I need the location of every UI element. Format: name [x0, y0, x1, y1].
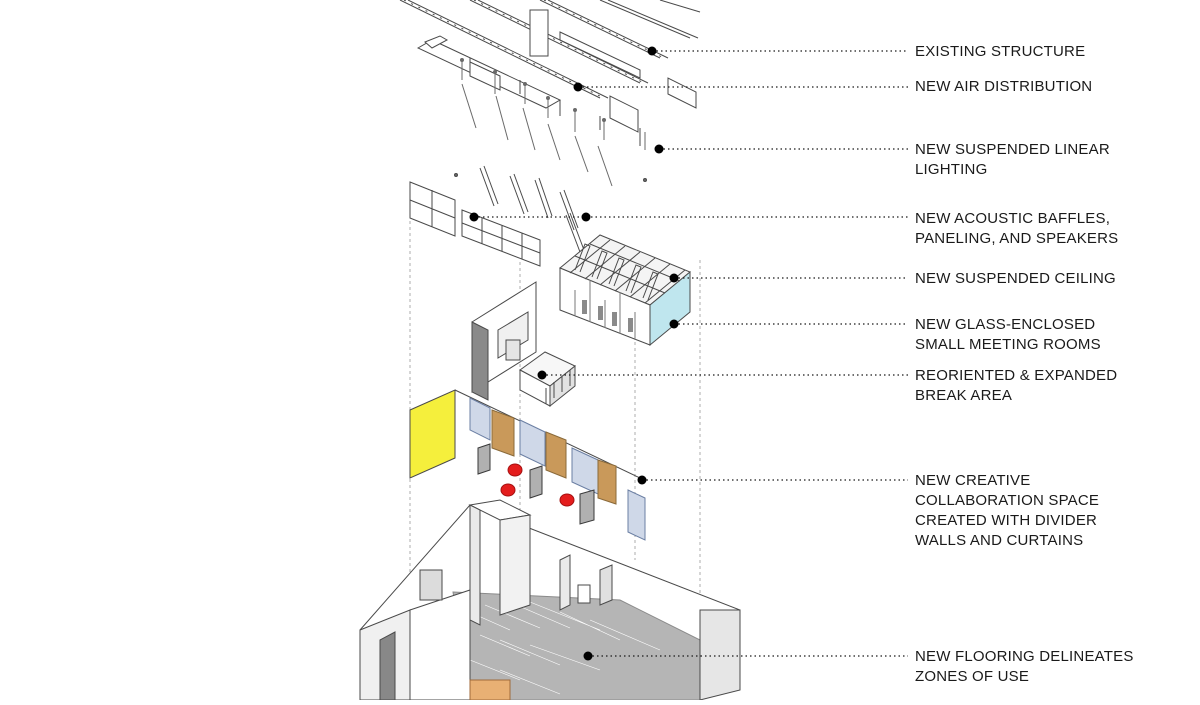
bar-stools	[545, 370, 571, 404]
small-sleeves	[469, 58, 641, 146]
leader-dot	[669, 319, 679, 329]
leader-dot	[469, 212, 479, 222]
callout-collaboration-space: NEW CREATIVE COLLABORATION SPACE CREATED…	[915, 471, 1099, 551]
leader-dot	[654, 144, 664, 154]
floor-base	[359, 499, 741, 701]
callout-text: NEW CREATIVE	[915, 472, 1031, 489]
callout-suspended-ceiling: NEW SUSPENDED CEILING	[915, 269, 1116, 289]
leader-air-distribution	[573, 82, 908, 92]
leader-collaboration-space	[637, 475, 908, 485]
callout-text: SMALL MEETING ROOMS	[915, 336, 1101, 353]
callout-text: NEW FLOORING DELINEATES	[915, 648, 1134, 665]
collaboration-space	[409, 389, 646, 541]
callout-text: CREATED WITH DIVIDER	[915, 512, 1098, 529]
ceiling-rails	[574, 243, 659, 301]
callout-existing-structure: EXISTING STRUCTURE	[915, 42, 1085, 62]
callout-text: PANELING, AND SPEAKERS	[915, 230, 1119, 247]
break-area	[471, 281, 576, 408]
red-stools	[500, 463, 575, 507]
ductwork	[416, 9, 697, 133]
leader-acoustic-baffles	[469, 212, 908, 222]
leader-linear-lighting	[654, 144, 908, 154]
meeting-rooms	[559, 234, 691, 347]
callout-text: NEW GLASS-ENCLOSED	[915, 316, 1096, 333]
callout-acoustic-baffles: NEW ACOUSTIC BAFFLES, PANELING, AND SPEA…	[915, 209, 1118, 249]
callout-leaders	[469, 46, 908, 661]
acoustic-baffles	[409, 165, 647, 267]
leader-dot	[537, 370, 547, 380]
leader-flooring	[583, 651, 908, 661]
callout-text: REORIENTED & EXPANDED	[915, 367, 1118, 384]
leader-dot	[637, 475, 647, 485]
callout-text: NEW AIR DISTRIBUTION	[915, 78, 1093, 95]
leader-dot	[669, 273, 679, 283]
leader-dot	[573, 82, 583, 92]
existing-structure-trusses	[399, 0, 701, 146]
leader-dot	[581, 212, 591, 222]
callout-text: COLLABORATION SPACE	[915, 492, 1100, 509]
leader-existing-structure	[647, 46, 908, 56]
truss-1	[399, 0, 609, 99]
callout-text: ZONES OF USE	[915, 668, 1030, 685]
glass-mullions	[574, 280, 636, 340]
leader-dot	[583, 651, 593, 661]
callout-flooring: NEW FLOORING DELINEATES ZONES OF USE	[915, 647, 1134, 687]
callout-text: BREAK AREA	[915, 387, 1013, 404]
truss-4	[599, 0, 699, 39]
callout-air-distribution: NEW AIR DISTRIBUTION	[915, 77, 1092, 97]
truss-5	[659, 0, 701, 13]
truss-3	[539, 0, 669, 59]
wood-divider-panels	[491, 409, 617, 505]
divider-easels	[477, 443, 595, 525]
callout-text: WALLS AND CURTAINS	[915, 532, 1084, 549]
meeting-chairs	[582, 300, 633, 332]
callout-break-area: REORIENTED & EXPANDED BREAK AREA	[915, 366, 1117, 406]
callout-text: NEW SUSPENDED LINEAR	[915, 141, 1110, 158]
leader-suspended-ceiling	[669, 273, 908, 283]
callout-text: LIGHTING	[915, 161, 988, 178]
callout-text: NEW ACOUSTIC BAFFLES,	[915, 210, 1111, 227]
leader-meeting-rooms	[669, 319, 908, 329]
leader-break-area	[537, 370, 908, 380]
callout-text: EXISTING STRUCTURE	[915, 43, 1086, 60]
ceiling-grid-lines	[569, 239, 686, 304]
linear-lighting	[460, 58, 646, 187]
floor-pattern	[464, 599, 661, 695]
callout-meeting-rooms: NEW GLASS-ENCLOSED SMALL MEETING ROOMS	[915, 315, 1101, 355]
leader-dot	[647, 46, 657, 56]
callout-linear-lighting: NEW SUSPENDED LINEAR LIGHTING	[915, 140, 1110, 180]
callout-text: NEW SUSPENDED CEILING	[915, 270, 1116, 287]
